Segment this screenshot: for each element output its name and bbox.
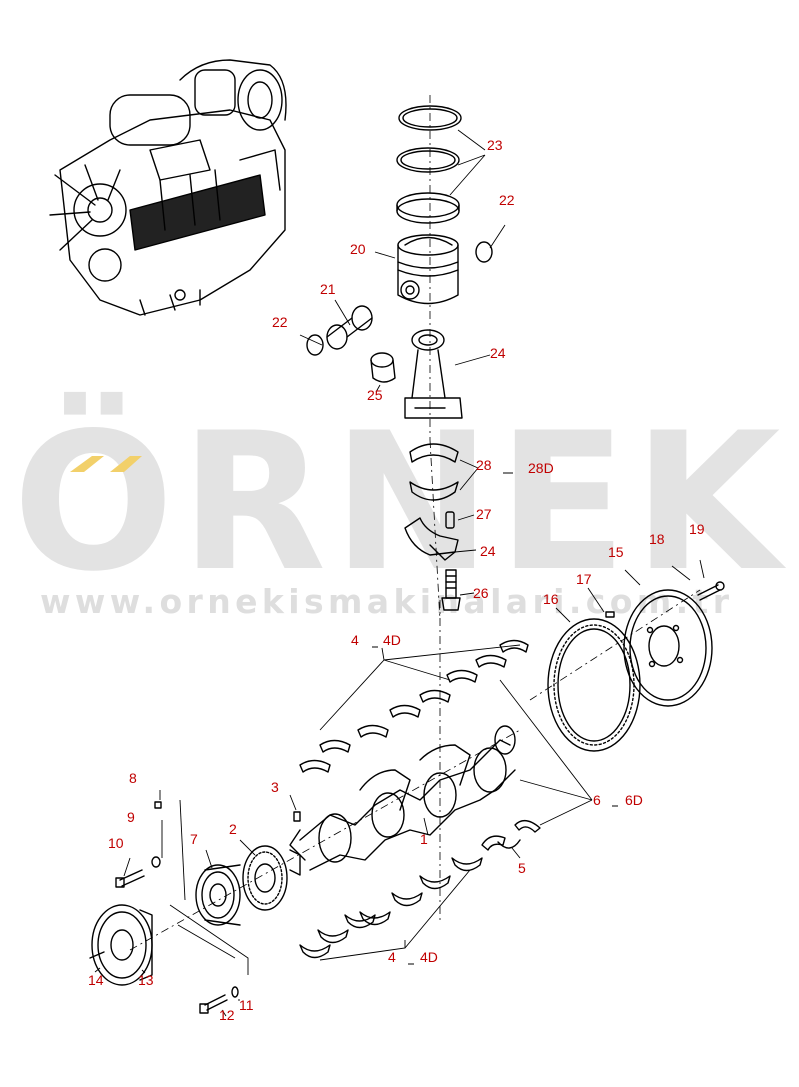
flywheel	[623, 589, 713, 707]
thrust-washers	[481, 820, 541, 851]
callout-23: 23	[487, 137, 503, 153]
crankshaft-pulley	[195, 864, 241, 926]
callout-21: 21	[320, 281, 336, 297]
callout-3: 3	[271, 779, 279, 795]
connecting-rod-cap	[404, 517, 459, 561]
callout-9: 9	[127, 809, 135, 825]
engine-thumbnail	[49, 59, 287, 316]
dowel-pin	[445, 511, 455, 529]
callout-22-lower: 22	[272, 314, 288, 330]
callout-20: 20	[350, 241, 366, 257]
callout-26: 26	[473, 585, 489, 601]
piston-rings	[396, 105, 462, 224]
crankshaft	[289, 725, 516, 871]
callout-2: 2	[229, 821, 237, 837]
callout-16: 16	[543, 591, 559, 607]
callout-4-lower: 4	[388, 949, 396, 965]
damper-bolt	[199, 994, 228, 1014]
callout-4d-lower: 4D	[420, 949, 438, 965]
rod-bolt	[441, 569, 461, 611]
snap-ring-upper	[475, 241, 493, 263]
callout-6d: 6D	[625, 792, 643, 808]
callout-5: 5	[518, 860, 526, 876]
callout-27: 27	[476, 506, 492, 522]
key	[293, 811, 301, 822]
pulley-bolt	[115, 869, 145, 888]
small-end-bushing	[370, 352, 396, 383]
flywheel-dowel	[605, 611, 615, 618]
callout-24-rod: 24	[490, 345, 506, 361]
piston-pin	[326, 305, 373, 350]
rod-bearing-shells	[409, 443, 459, 501]
watermark-accent	[70, 456, 142, 472]
callout-8: 8	[129, 770, 137, 786]
callout-12: 12	[219, 1007, 235, 1023]
callout-22-upper: 22	[499, 192, 515, 208]
callout-11: 11	[239, 997, 254, 1013]
axis-lines	[129, 95, 701, 951]
callout-15: 15	[608, 544, 624, 560]
vibration-damper	[91, 904, 153, 986]
callout-17: 17	[576, 571, 592, 587]
callout-4-upper: 4	[351, 632, 359, 648]
crankshaft-gear	[242, 845, 301, 911]
callout-19: 19	[689, 521, 705, 537]
connecting-rod	[404, 329, 463, 419]
callout-18: 18	[649, 531, 665, 547]
callout-10: 10	[108, 835, 124, 851]
snap-ring-lower	[306, 334, 324, 356]
washer-9	[151, 856, 161, 868]
flywheel-bolt	[697, 581, 725, 601]
callout-7: 7	[190, 831, 198, 847]
washer-8	[154, 801, 162, 809]
callout-25: 25	[367, 387, 383, 403]
callout-13: 13	[138, 972, 154, 988]
callout-24-cap: 24	[480, 543, 496, 559]
callout-1: 1	[420, 831, 428, 847]
damper-screw	[89, 951, 105, 959]
watermark-brand: ÖRNEK	[12, 392, 787, 613]
main-bearings-upper	[299, 639, 529, 773]
ring-gear	[547, 618, 641, 752]
callout-28: 28	[476, 457, 492, 473]
damper-washer	[231, 986, 239, 998]
callout-14: 14	[88, 972, 104, 988]
main-bearings-lower	[299, 857, 483, 959]
callout-4d-upper: 4D	[383, 632, 401, 648]
callout-28d: 28D	[528, 460, 554, 476]
callout-6: 6	[593, 792, 601, 808]
leader-lines	[94, 129, 705, 1017]
piston	[397, 234, 459, 305]
